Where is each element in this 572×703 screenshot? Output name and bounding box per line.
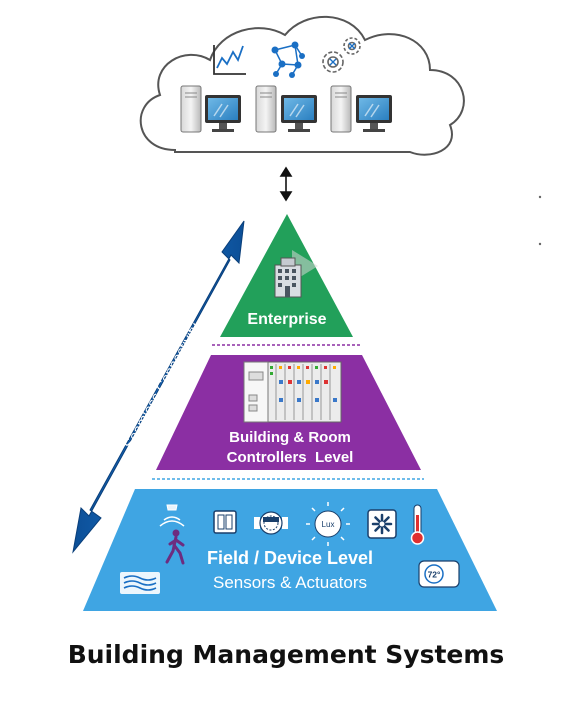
field-level-label: Field / Device Level [206,548,374,568]
controllers-label-line1: Building & Room [229,429,351,446]
sensors-actuators-label: Sensors & Actuators [212,573,368,592]
lux-label: Lux [322,520,335,529]
controllers-label-line2: Controllers Level [226,449,354,466]
flow-meter-icon [254,511,288,535]
cloud [139,15,465,156]
workstation-3 [330,85,392,133]
diagram-caption: Building Management Systems [67,640,505,669]
light-sensor-icon [306,502,350,546]
fan-icon [367,509,397,539]
enterprise-label: Enterprise [247,311,327,328]
gears-icon [322,37,361,73]
edge-dot [538,195,542,199]
cloud-link-arrow [279,166,293,202]
light-switch-icon [213,510,237,534]
workstation-2 [255,85,317,133]
network-nodes-icon [271,41,305,78]
seamless-connectivity-arrow [72,220,245,554]
hvac-airflow-icon [120,572,160,594]
analytics-chart-icon [213,45,246,75]
motion-sensor-icon [159,504,185,565]
thermostat-temperature: 72° [428,570,441,580]
edge-dot [538,242,542,246]
thermometer-icon [410,504,425,545]
controller-rack-icon [243,361,342,423]
thermostat-icon [418,560,460,588]
workstation-1 [180,85,241,133]
office-building-icon [274,250,318,298]
